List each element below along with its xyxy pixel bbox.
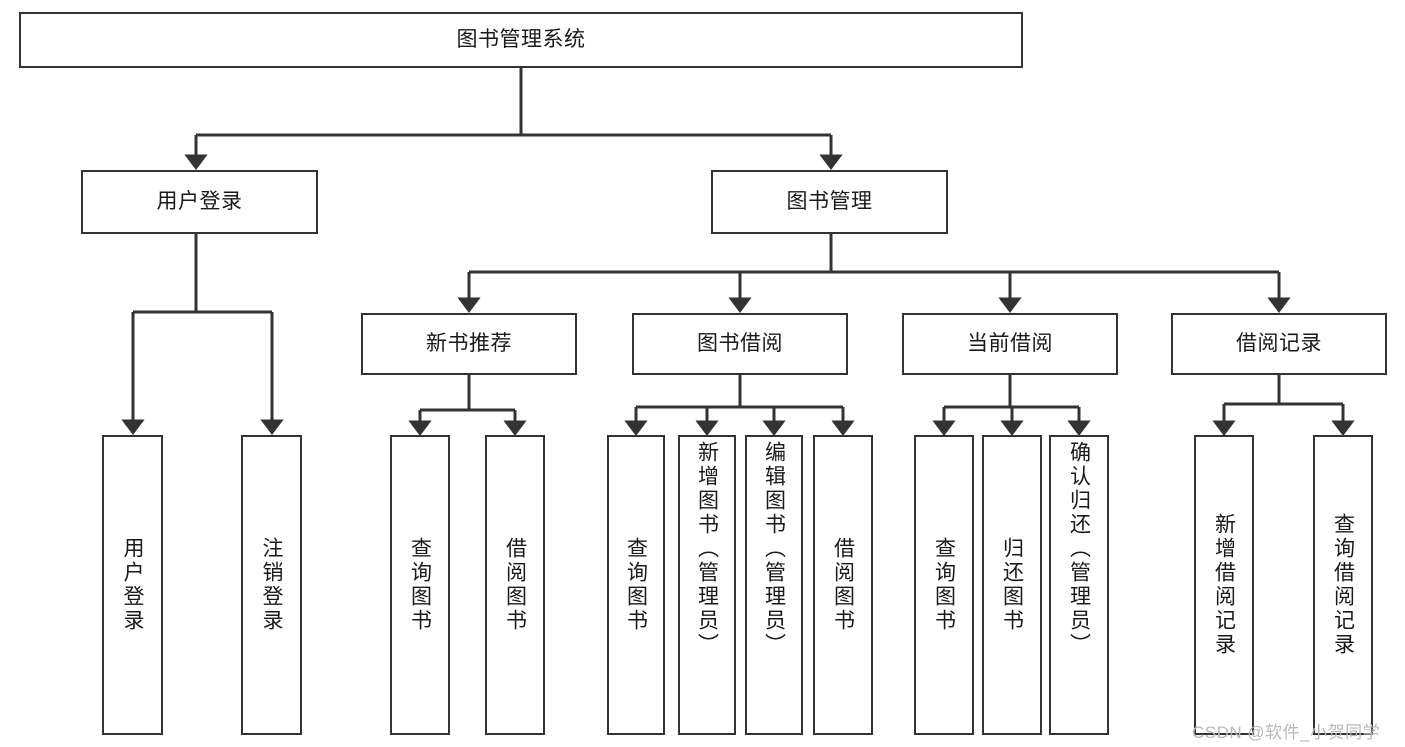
node-root-label: 图书管理系统 bbox=[456, 28, 586, 52]
node-book-borrow[interactable]: 图书借阅 bbox=[632, 313, 848, 375]
leaf-label-logout: 注销登录 bbox=[260, 537, 283, 633]
leaf-label-query-book-3: 查询图书 bbox=[932, 537, 956, 633]
node-current-borrow-label: 当前借阅 bbox=[967, 332, 1053, 356]
leaf-label-query-book-1: 查询图书 bbox=[408, 537, 432, 633]
leaf-label-edit-book: 编辑图书（管理员） bbox=[762, 441, 786, 657]
node-current-borrow[interactable]: 当前借阅 bbox=[902, 313, 1118, 375]
node-user-login[interactable]: 用户登录 bbox=[81, 170, 318, 234]
node-new-book-rec[interactable]: 新书推荐 bbox=[361, 313, 577, 375]
node-book-manage-label: 图书管理 bbox=[786, 190, 873, 214]
leaf-node-borrow-book-2[interactable]: 借阅图书 bbox=[813, 435, 873, 735]
leaf-node-confirm-return[interactable]: 确认归还（管理员） bbox=[1049, 435, 1109, 735]
leaf-label-confirm-return: 确认归还（管理员） bbox=[1067, 441, 1091, 657]
leaf-label-return-book: 归还图书 bbox=[1000, 537, 1024, 633]
leaf-node-query-record[interactable]: 查询借阅记录 bbox=[1313, 435, 1373, 735]
leaf-node-borrow-book-1[interactable]: 借阅图书 bbox=[485, 435, 545, 735]
leaf-node-query-book-1[interactable]: 查询图书 bbox=[390, 435, 450, 735]
leaf-label-borrow-book-2: 借阅图书 bbox=[831, 537, 855, 633]
leaf-node-edit-book[interactable]: 编辑图书（管理员） bbox=[745, 435, 803, 735]
watermark: CSDN @软件_小贺同学 bbox=[1192, 723, 1381, 742]
node-borrow-record[interactable]: 借阅记录 bbox=[1171, 313, 1387, 375]
leaf-node-add-book[interactable]: 新增图书（管理员） bbox=[678, 435, 736, 735]
leaf-node-user-login[interactable]: 用户登录 bbox=[102, 435, 163, 735]
node-root[interactable]: 图书管理系统 bbox=[19, 12, 1023, 68]
leaf-label-add-book: 新增图书（管理员） bbox=[695, 441, 719, 657]
leaf-label-query-record: 查询借阅记录 bbox=[1331, 513, 1355, 657]
leaf-node-add-record[interactable]: 新增借阅记录 bbox=[1194, 435, 1254, 735]
node-borrow-record-label: 借阅记录 bbox=[1236, 332, 1322, 356]
node-book-manage[interactable]: 图书管理 bbox=[711, 170, 948, 234]
leaf-label-borrow-book-1: 借阅图书 bbox=[503, 537, 527, 633]
leaf-node-query-book-2[interactable]: 查询图书 bbox=[607, 435, 665, 735]
leaf-label-add-record: 新增借阅记录 bbox=[1212, 513, 1236, 657]
leaf-node-return-book[interactable]: 归还图书 bbox=[982, 435, 1042, 735]
leaf-node-query-book-3[interactable]: 查询图书 bbox=[914, 435, 974, 735]
node-book-borrow-label: 图书借阅 bbox=[697, 332, 783, 356]
leaf-node-logout[interactable]: 注销登录 bbox=[241, 435, 302, 735]
node-new-book-rec-label: 新书推荐 bbox=[426, 332, 512, 356]
node-user-login-label: 用户登录 bbox=[156, 190, 243, 214]
leaf-label-user-login: 用户登录 bbox=[121, 537, 144, 633]
leaf-label-query-book-2: 查询图书 bbox=[624, 537, 648, 633]
